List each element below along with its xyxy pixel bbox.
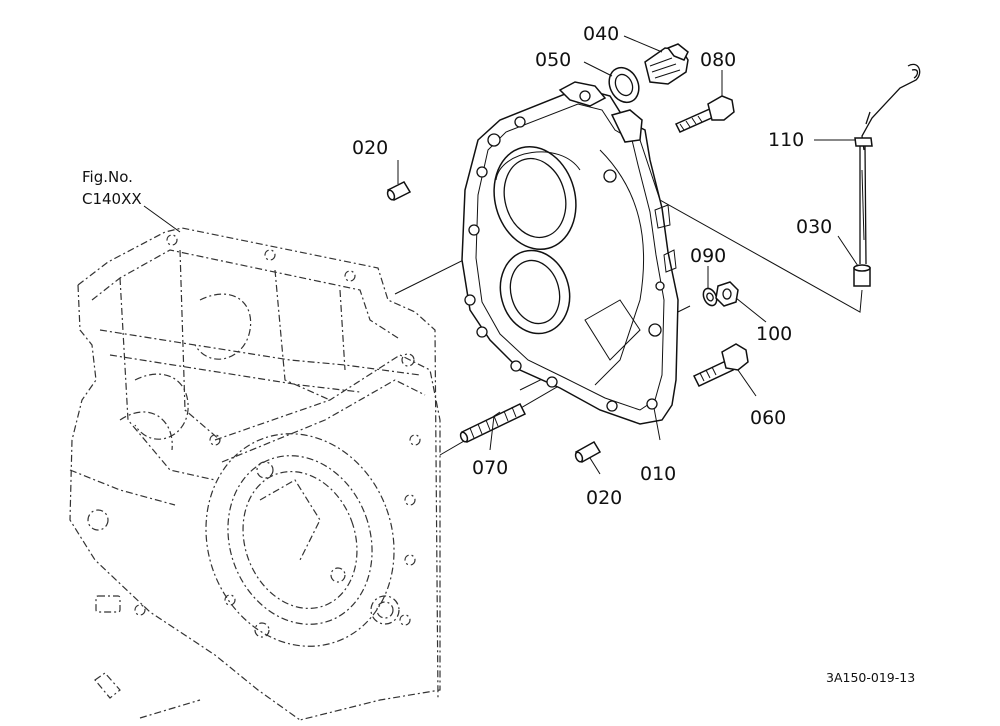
callout-020-bottom: 020 — [586, 487, 622, 509]
callout-010: 010 — [640, 463, 676, 485]
cover-plate-icon — [461, 81, 679, 425]
bolt-icon — [692, 343, 749, 387]
washer-icon — [702, 287, 718, 307]
nut-icon — [715, 281, 739, 307]
callout-leaders — [143, 35, 863, 475]
tube-icon — [853, 264, 871, 287]
callout-040: 040 — [583, 23, 619, 45]
figure-ref-line2: C140XX — [82, 190, 142, 208]
pin-icon — [386, 181, 412, 201]
callout-070: 070 — [472, 457, 508, 479]
stud-icon — [459, 403, 527, 443]
pin-icon — [574, 440, 602, 464]
callout-100: 100 — [756, 323, 792, 345]
figure-ref-line1: Fig.No. — [82, 168, 133, 186]
drawing-code: 3A150-019-13 — [826, 670, 915, 685]
plug-icon — [644, 43, 689, 85]
callout-030: 030 — [796, 216, 832, 238]
callout-110: 110 — [768, 129, 804, 151]
callout-090: 090 — [690, 245, 726, 267]
callout-050: 050 — [535, 49, 571, 71]
dipstick-icon — [854, 63, 921, 265]
seal-icon — [608, 66, 640, 104]
bolt-icon — [674, 95, 735, 133]
callout-060: 060 — [750, 407, 786, 429]
callout-020-top: 020 — [352, 137, 388, 159]
transmission-case-icon — [69, 227, 441, 721]
callout-080: 080 — [700, 49, 736, 71]
